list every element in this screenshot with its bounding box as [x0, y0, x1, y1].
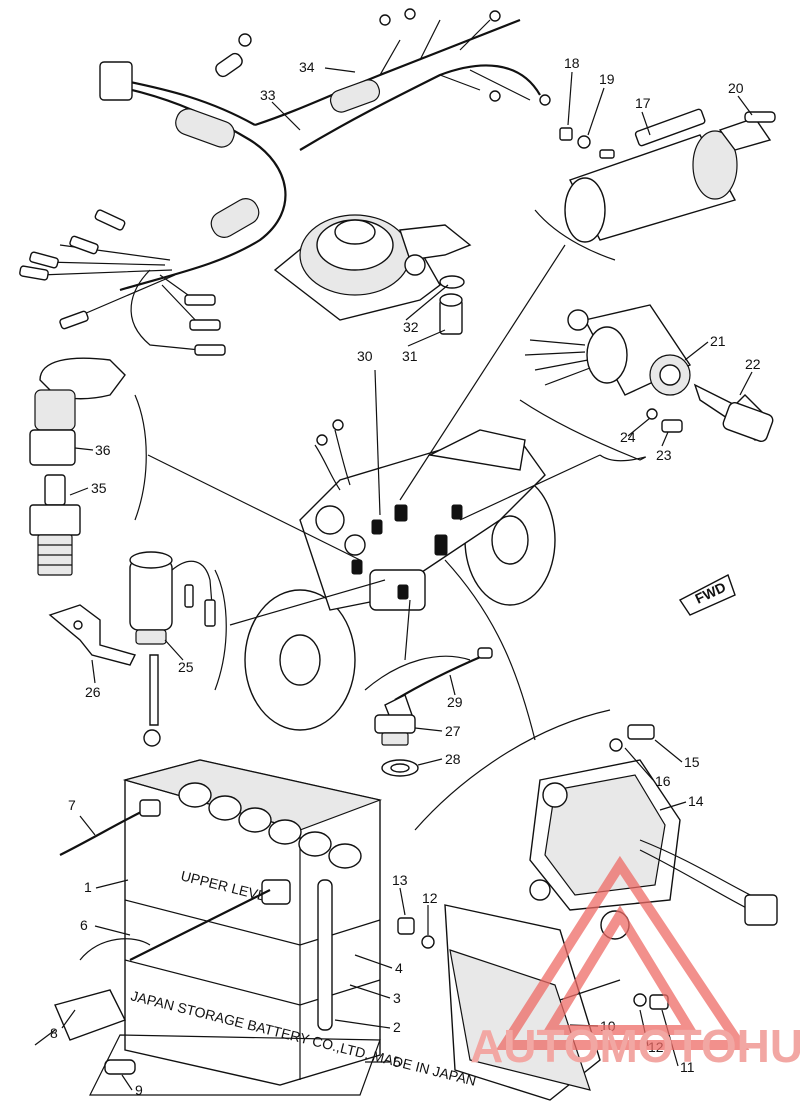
callout-7: 7 — [68, 797, 76, 813]
callout-20: 20 — [728, 80, 744, 96]
callout-30: 30 — [357, 348, 373, 364]
spark-plug — [29, 357, 147, 576]
main-switch — [519, 304, 774, 462]
callout-22: 22 — [745, 356, 761, 372]
callout-5: 5 — [393, 1054, 401, 1070]
callout-33: 33 — [260, 87, 276, 103]
watermark-text: AUTOMOTOHUB — [470, 1020, 800, 1072]
callout-12-a: 12 — [422, 890, 438, 906]
callout-25: 25 — [178, 659, 194, 675]
callout-32: 32 — [403, 319, 419, 335]
callout-26: 26 — [85, 684, 101, 700]
fwd-arrow: FWD — [678, 574, 736, 616]
callout-6: 6 — [80, 917, 88, 933]
leader-coil — [399, 244, 566, 501]
flasher-relay — [48, 551, 227, 747]
motorcycle-overview — [244, 419, 556, 731]
regulator — [414, 709, 778, 926]
leader-relay — [229, 579, 386, 626]
callout-16: 16 — [655, 773, 671, 789]
callout-21: 21 — [710, 333, 726, 349]
callout-15: 15 — [684, 754, 700, 770]
callout-numbers: 1 2 3 4 5 6 7 8 9 10 11 12 12 13 14 15 1… — [50, 55, 761, 1098]
horn — [273, 214, 472, 335]
leader-regulator — [444, 559, 536, 741]
callout-28: 28 — [445, 751, 461, 767]
callout-1: 1 — [84, 879, 92, 895]
callout-34: 34 — [299, 59, 315, 75]
callout-9: 9 — [135, 1082, 143, 1098]
callout-4: 4 — [395, 960, 403, 976]
leader-sender — [404, 599, 411, 661]
leader-horn — [374, 369, 381, 516]
battery-cell-caps — [178, 782, 362, 869]
callout-35: 35 — [91, 480, 107, 496]
callout-11: 11 — [680, 1059, 695, 1075]
neutral-switch — [364, 647, 493, 777]
watermark-logo: AUTOMOTOHUB — [470, 855, 800, 1072]
callout-2: 2 — [393, 1019, 401, 1035]
callout-3: 3 — [393, 990, 401, 1006]
callout-31: 31 — [402, 348, 418, 364]
callout-23: 23 — [656, 447, 672, 463]
callout-13: 13 — [392, 872, 408, 888]
ignition-coil — [534, 108, 776, 261]
leader-plug — [147, 454, 361, 561]
callout-14: 14 — [688, 793, 704, 809]
callout-17: 17 — [635, 95, 651, 111]
leader-switch — [459, 454, 601, 521]
callout-18: 18 — [564, 55, 580, 71]
callout-29: 29 — [447, 694, 463, 710]
callout-8: 8 — [50, 1025, 58, 1041]
wire-harness — [19, 8, 551, 356]
callout-36: 36 — [95, 442, 111, 458]
callout-19: 19 — [599, 71, 615, 87]
callout-27: 27 — [445, 723, 461, 739]
callout-leaders — [61, 67, 753, 1091]
